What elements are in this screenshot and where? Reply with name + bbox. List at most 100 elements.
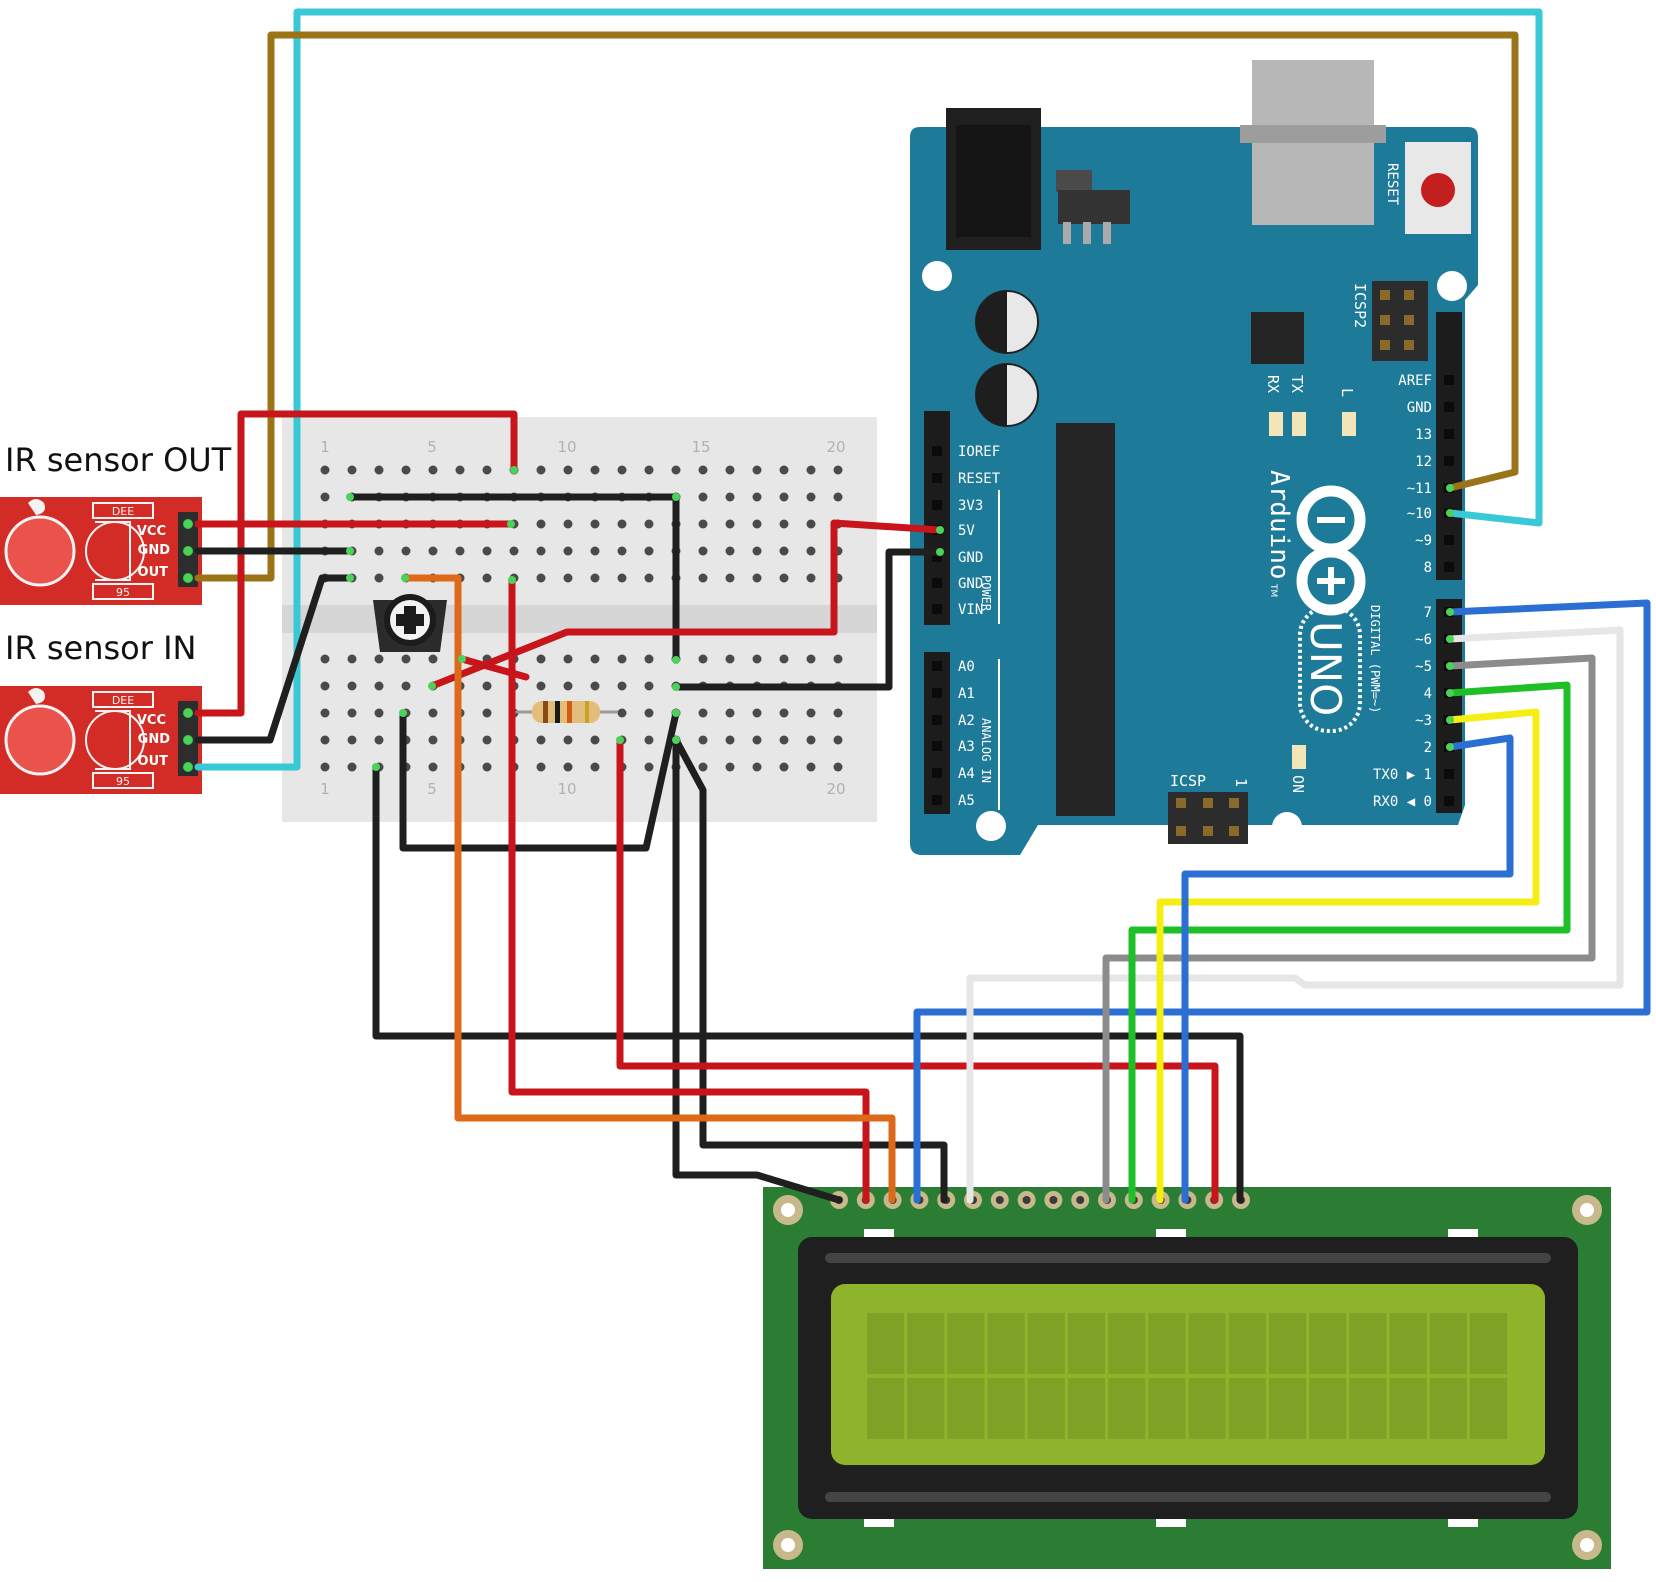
- breadboard-col-10-top: 10: [557, 438, 576, 456]
- breadboard-hole: [671, 465, 681, 475]
- breadboard-hole: [725, 519, 735, 529]
- breadboard-hole: [752, 762, 762, 772]
- breadboard-hole: [806, 465, 816, 475]
- breadboard-hole: [428, 762, 438, 772]
- analog-group-label: ANALOG IN: [979, 718, 993, 783]
- digital-header-pin: [1444, 402, 1454, 412]
- wire-end-dots: [184, 466, 1454, 771]
- wire-end-dot: [401, 574, 409, 582]
- digital-header-pin-label: ~6: [1415, 632, 1432, 648]
- wire-end-dot: [346, 574, 354, 582]
- breadboard-hole: [698, 654, 708, 664]
- breadboard-hole: [833, 735, 843, 745]
- ir-sensor-in-pin-vcc: VCC: [137, 713, 166, 728]
- breadboard-hole: [320, 465, 330, 475]
- arduino-uno: RESET ICSP2 RX TX L ON: [910, 60, 1478, 855]
- breadboard-hole: [698, 573, 708, 583]
- ir-sensor-in-label: IR sensor IN: [5, 629, 196, 667]
- digital-header-pin: [1444, 769, 1454, 779]
- lcd-cell: [867, 1378, 904, 1439]
- wire-end-dot: [428, 682, 436, 690]
- wire-cyan-pin10: [194, 8, 1543, 771]
- lcd-cell: [1108, 1313, 1146, 1374]
- breadboard-col-20-bottom: 20: [826, 780, 845, 798]
- wire-end-dot: [936, 548, 944, 556]
- lcd-cell: [1269, 1313, 1306, 1374]
- breadboard-hole: [725, 708, 735, 718]
- breadboard-hole: [374, 708, 384, 718]
- breadboard-hole: [752, 573, 762, 583]
- power-header-pin-label: GND: [958, 550, 983, 566]
- lcd-cell: [1309, 1313, 1347, 1374]
- wire-gray-pin5: [1102, 654, 1596, 1204]
- arduino-trademark: TM: [1268, 583, 1278, 597]
- breadboard-hole: [509, 546, 519, 556]
- reset-label: RESET: [1384, 163, 1400, 206]
- analog-header-pin: [932, 661, 942, 671]
- breadboard-hole: [374, 546, 384, 556]
- wires: [194, 8, 1651, 1204]
- digital-header-pin: [1444, 796, 1454, 806]
- ir-sensor-out-top-code: DEE: [112, 505, 134, 518]
- wire-end-dot: [672, 656, 680, 664]
- wire-end-dot: [1446, 716, 1454, 724]
- lcd-cell: [1188, 1313, 1226, 1374]
- breadboard-hole: [617, 681, 627, 691]
- breadboard-hole: [374, 465, 384, 475]
- analog-header-pin-label: A3: [958, 739, 975, 755]
- breadboard-col-5-top: 5: [427, 438, 437, 456]
- lcd-cell: [1148, 1313, 1186, 1374]
- lcd-cell: [1228, 1313, 1266, 1374]
- digital-header-pin: [1444, 375, 1454, 385]
- breadboard-hole: [401, 465, 411, 475]
- lcd-cell: [867, 1313, 904, 1374]
- breadboard-hole: [482, 546, 492, 556]
- wire-end-dot: [510, 466, 518, 474]
- digital-header-pin-label: 13: [1415, 427, 1432, 443]
- breadboard-col-1-top: 1: [320, 438, 330, 456]
- wire-end-dot: [672, 683, 680, 691]
- breadboard-hole: [644, 654, 654, 664]
- arduino-brand: Arduino: [1264, 470, 1294, 580]
- breadboard-hole: [455, 465, 465, 475]
- ir-sensor-in-bottom-code: 95: [116, 775, 130, 788]
- lcd-cell: [1389, 1378, 1427, 1439]
- breadboard-hole: [401, 681, 411, 691]
- breadboard-hole: [644, 708, 654, 718]
- wire-black-sensor-in-gnd: [194, 574, 354, 744]
- breadboard-hole: [617, 708, 627, 718]
- analog-header-pin: [932, 715, 942, 725]
- lcd-cell: [1068, 1313, 1105, 1374]
- ir-sensor-in-pin-gnd: GND: [138, 732, 171, 747]
- breadboard-hole: [617, 654, 627, 664]
- analog-header-pin: [932, 688, 942, 698]
- wire-end-dot: [1446, 509, 1454, 517]
- breadboard-hole: [374, 681, 384, 691]
- lcd-cell: [1228, 1378, 1266, 1439]
- lcd-cell: [1389, 1313, 1427, 1374]
- breadboard-hole: [563, 573, 573, 583]
- breadboard-hole: [590, 519, 600, 529]
- breadboard-hole: [752, 465, 762, 475]
- breadboard-hole: [779, 708, 789, 718]
- breadboard-hole: [644, 546, 654, 556]
- breadboard-hole: [563, 519, 573, 529]
- breadboard-hole: [320, 708, 330, 718]
- lcd-pin-hole: [995, 1196, 1004, 1204]
- lcd-cell: [987, 1378, 1025, 1439]
- potentiometer: [373, 594, 447, 652]
- wire-end-dot: [346, 493, 354, 501]
- breadboard-hole: [455, 546, 465, 556]
- breadboard-hole: [347, 654, 357, 664]
- wire-yellow-pin3: [1156, 708, 1540, 1204]
- icsp2-label: ICSP2: [1351, 283, 1369, 328]
- wire-end-dot: [458, 655, 466, 663]
- breadboard-hole: [320, 681, 330, 691]
- wire-end-dot: [372, 763, 380, 771]
- power-header-pin-label: 3V3: [958, 498, 983, 514]
- breadboard-hole: [536, 654, 546, 664]
- breadboard-hole: [320, 654, 330, 664]
- lcd-pin-hole: [1049, 1196, 1058, 1204]
- breadboard-hole: [644, 762, 654, 772]
- breadboard-hole: [725, 465, 735, 475]
